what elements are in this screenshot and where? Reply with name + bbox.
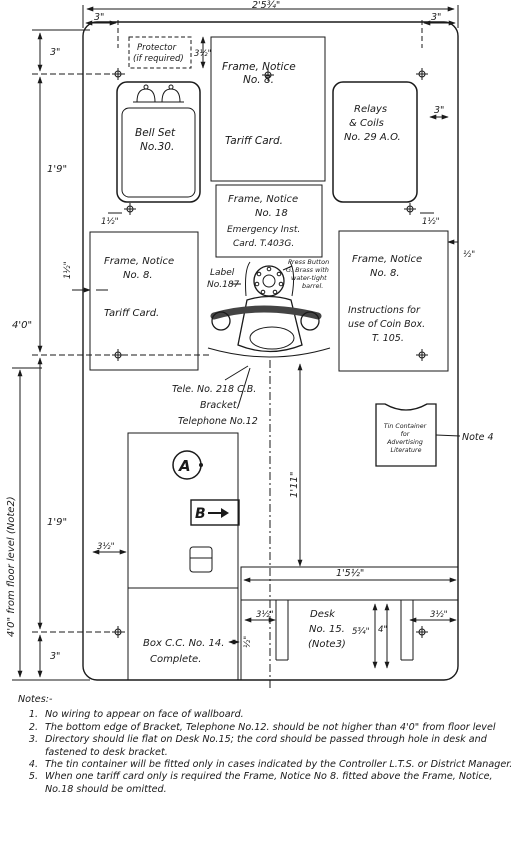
- screw-hole: [416, 349, 428, 361]
- dim-bell-right-gap: 3": [434, 105, 444, 116]
- dim-coinbox-desk-gap: ½": [243, 636, 253, 648]
- wallboard-drawing: A B 2'5¾" 3" 3" 3" 3½" 3" 1½" 1½" 1½" ½"…: [6, 0, 494, 690]
- dim-desk-right-gap: 3½": [430, 610, 448, 620]
- dim-desk-inner-b: 4": [378, 625, 387, 635]
- screw-hole: [112, 68, 124, 80]
- note-text: When one tariff card only is required th…: [45, 771, 493, 795]
- bell-set: [116, 81, 201, 203]
- frame-top-label: Frame, Notice No. 8.: [222, 61, 299, 86]
- screw-hole: [262, 69, 274, 81]
- note-number: 4.: [28, 759, 38, 771]
- frame-notice-18: [215, 184, 323, 258]
- relays-coils: [332, 81, 418, 203]
- note-item: 2. The bottom edge of Bracket, Telephone…: [16, 722, 521, 734]
- dim-floor-level: 4'0" from floor level (Note2): [6, 496, 17, 637]
- note-number: 5.: [28, 771, 38, 783]
- relays-label: Relays & Coils No. 29 A.O.: [344, 104, 401, 143]
- tin-container-label: Tin Container for Advertising Literature: [384, 422, 428, 454]
- dim-coinbox-left-gap: 3½": [97, 542, 115, 552]
- frame-left-card-label: Tariff Card.: [104, 308, 159, 319]
- frame-notice-left: [89, 231, 199, 371]
- note-text: The bottom edge of Bracket, Telephone No…: [45, 721, 496, 733]
- note-number: 1.: [28, 709, 38, 721]
- note-item: 1. No wiring to appear on face of wallbo…: [16, 709, 521, 721]
- dim-lower-height: 1'9": [47, 517, 67, 528]
- note-item: 4. The tin container will be fitted only…: [16, 759, 521, 771]
- telephone-set: [207, 261, 331, 358]
- screw-hole: [416, 626, 428, 638]
- dim-desk-left-gap: 3½": [256, 610, 274, 620]
- note-item: 3. Directory should lie flat on Desk No.…: [16, 734, 521, 759]
- note-number: 3.: [28, 734, 38, 746]
- protector-label: Protector (if required): [133, 43, 184, 64]
- dim-desk-width: 1'5½": [336, 568, 364, 579]
- desk-label: Desk No. 15. (Note3): [308, 609, 348, 650]
- frame-18-label: Frame, Notice No. 18 Emergency Inst. Car…: [227, 194, 303, 249]
- dim-notice-right-gap: ½": [463, 250, 475, 260]
- frame-notice-right: [338, 230, 449, 372]
- note-item: 5. When one tariff card only is required…: [16, 771, 521, 796]
- telephone-label: Tele. No. 218 C.B. Bracket, Telephone No…: [172, 384, 259, 427]
- screw-hole: [404, 203, 416, 215]
- screw-hole: [112, 349, 124, 361]
- coin-box-label: Box C.C. No. 14. Complete.: [143, 638, 228, 665]
- frame-notice-top: [210, 36, 326, 182]
- note-text: Directory should lie flat on Desk No.15;…: [45, 734, 487, 758]
- dim-left-margin: 3": [94, 12, 104, 23]
- dim-bottom-margin: 3": [50, 651, 60, 662]
- note-number: 2.: [28, 721, 38, 733]
- screw-hole: [112, 626, 124, 638]
- coin-box: [127, 432, 239, 681]
- note-text: The tin container will be fitted only in…: [45, 759, 513, 771]
- press-button-label: Press Button G. Brass with water-tight b…: [286, 258, 331, 290]
- note4-reference: Note 4: [462, 432, 494, 443]
- dim-notice-left-gap: 1½": [63, 261, 73, 279]
- frame-left-label: Frame, Notice No. 8.: [104, 256, 177, 281]
- screw-hole: [416, 68, 428, 80]
- tin-container: [375, 403, 437, 467]
- screw-hole: [124, 203, 136, 215]
- dim-desk-inner-a: 5¾": [352, 627, 370, 637]
- label-187: Label No.187: [207, 268, 240, 290]
- dim-upper-height: 1'9": [47, 164, 67, 175]
- dim-right-margin: 3": [431, 12, 441, 23]
- dim-bell-gap-right: 1½": [422, 217, 440, 227]
- bell-set-label: Bell Set No.30.: [135, 127, 178, 153]
- protector-box: [128, 36, 192, 69]
- desk: [240, 566, 459, 601]
- coin-slot: [189, 546, 213, 573]
- arrow-right-icon: [208, 508, 229, 518]
- dim-bracket-height: 1'11": [289, 472, 300, 498]
- notes-title: Notes:-: [18, 694, 53, 705]
- button-b-label: B: [195, 506, 206, 522]
- note-text: No wiring to appear on face of wallboard…: [45, 709, 244, 721]
- button-a-label: A: [178, 457, 191, 475]
- notes-section: Notes:- 1. No wiring to appear on face o…: [16, 694, 521, 796]
- dim-total-height: 4'0": [12, 320, 32, 331]
- frame-top-card-label: Tariff Card.: [225, 135, 283, 147]
- dim-overall-width-label: 2'5¾": [252, 0, 280, 11]
- dim-protector-gap: 3½": [194, 49, 212, 59]
- dim-top-margin: 3": [50, 47, 60, 58]
- dim-bell-gap-left: 1½": [101, 217, 119, 227]
- frame-right-label: Frame, Notice No. 8.: [352, 254, 425, 279]
- frame-right-card-label: Instructions for use of Coin Box. T. 105…: [348, 305, 428, 344]
- button-b-housing: [190, 499, 240, 526]
